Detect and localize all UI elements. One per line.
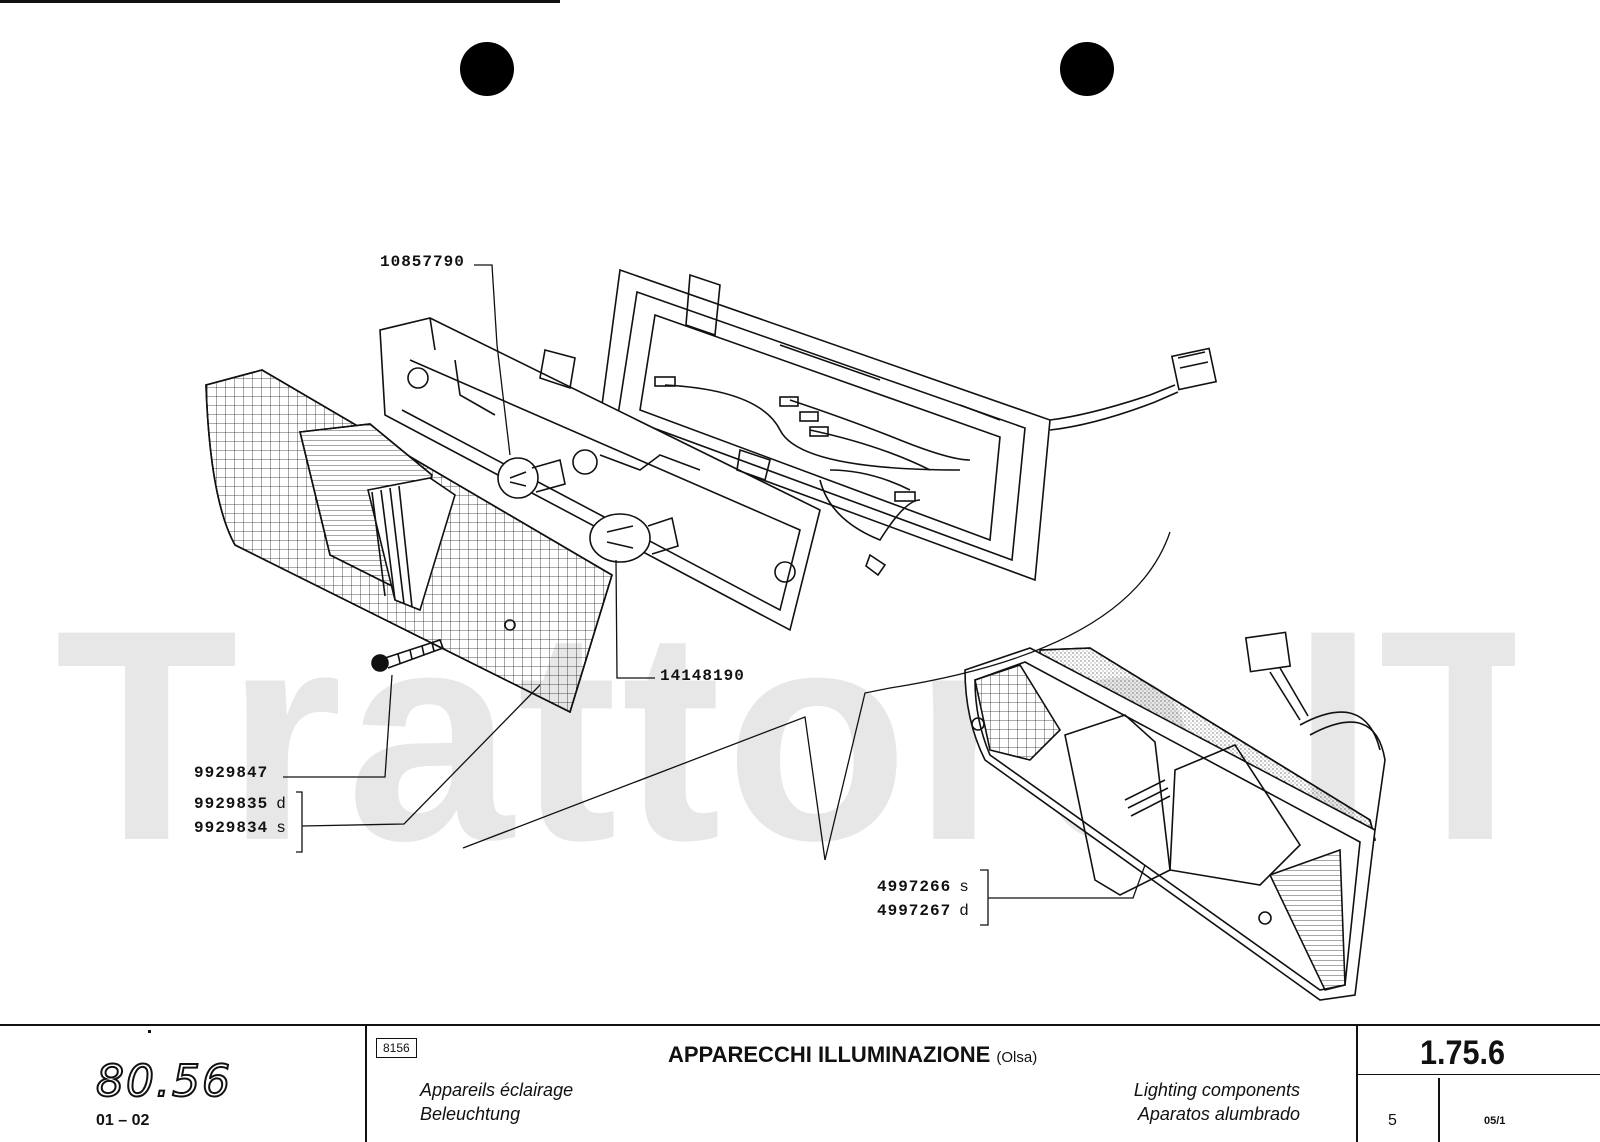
title-block: 80.56 01 – 02 8156 APPARECCHI ILLUMINAZI… — [0, 1024, 1600, 1142]
binder-hole-right — [1060, 42, 1114, 96]
model-logo: 80.56 — [95, 1055, 232, 1108]
title-block-divider-4 — [1438, 1078, 1440, 1142]
lens-front-9929835 — [205, 369, 613, 714]
bracket-9929835 — [296, 791, 303, 853]
serial-range: 01 – 02 — [96, 1112, 150, 1129]
bulb-holder-plate — [379, 317, 821, 632]
assembly-line-1 — [462, 716, 826, 861]
exploded-view-drawing — [205, 264, 1386, 1001]
model-marker — [148, 1030, 151, 1033]
title-french: Appareils éclairage — [420, 1080, 574, 1100]
assembly-line-2 — [824, 531, 1171, 861]
bulb-large-14148190 — [589, 513, 679, 563]
bulb-small-10857790 — [497, 457, 566, 499]
binder-hole-left — [460, 42, 514, 96]
edition: 05/1 — [1484, 1115, 1506, 1127]
title-block-border — [0, 1024, 1600, 1026]
leader-9929847 — [283, 674, 393, 778]
part-number-10857790: 10857790 — [380, 253, 465, 271]
top-border-line — [0, 0, 560, 3]
part-number-14148190: 14148190 — [660, 667, 745, 685]
lamp-housing-base — [599, 268, 1218, 582]
leader-4997266 — [988, 864, 1146, 899]
page-number: 5 — [1388, 1112, 1397, 1129]
leader-10857790 — [474, 264, 511, 456]
title-english: Lighting components — [1133, 1080, 1300, 1100]
title-block-divider-2 — [1356, 1024, 1358, 1142]
title-spanish: Aparatos alumbrado — [1137, 1104, 1300, 1124]
leader-9929835 — [301, 684, 541, 827]
part-number-9929847: 9929847 — [194, 764, 269, 782]
title-block-divider-3 — [1356, 1074, 1600, 1075]
leader-14148190 — [615, 559, 655, 679]
group-code: 8156 — [376, 1038, 417, 1058]
title-block-divider-1 — [365, 1024, 367, 1142]
bracket-4997266 — [980, 869, 989, 926]
title-italian: APPARECCHI ILLUMINAZIONE (Olsa) — [668, 1042, 1038, 1067]
screw-9929847 — [371, 639, 445, 672]
lamp-assembled-4997266 — [964, 631, 1386, 1001]
title-german: Beleuchtung — [420, 1104, 521, 1124]
section-number: 1.75.6 — [1420, 1034, 1506, 1072]
